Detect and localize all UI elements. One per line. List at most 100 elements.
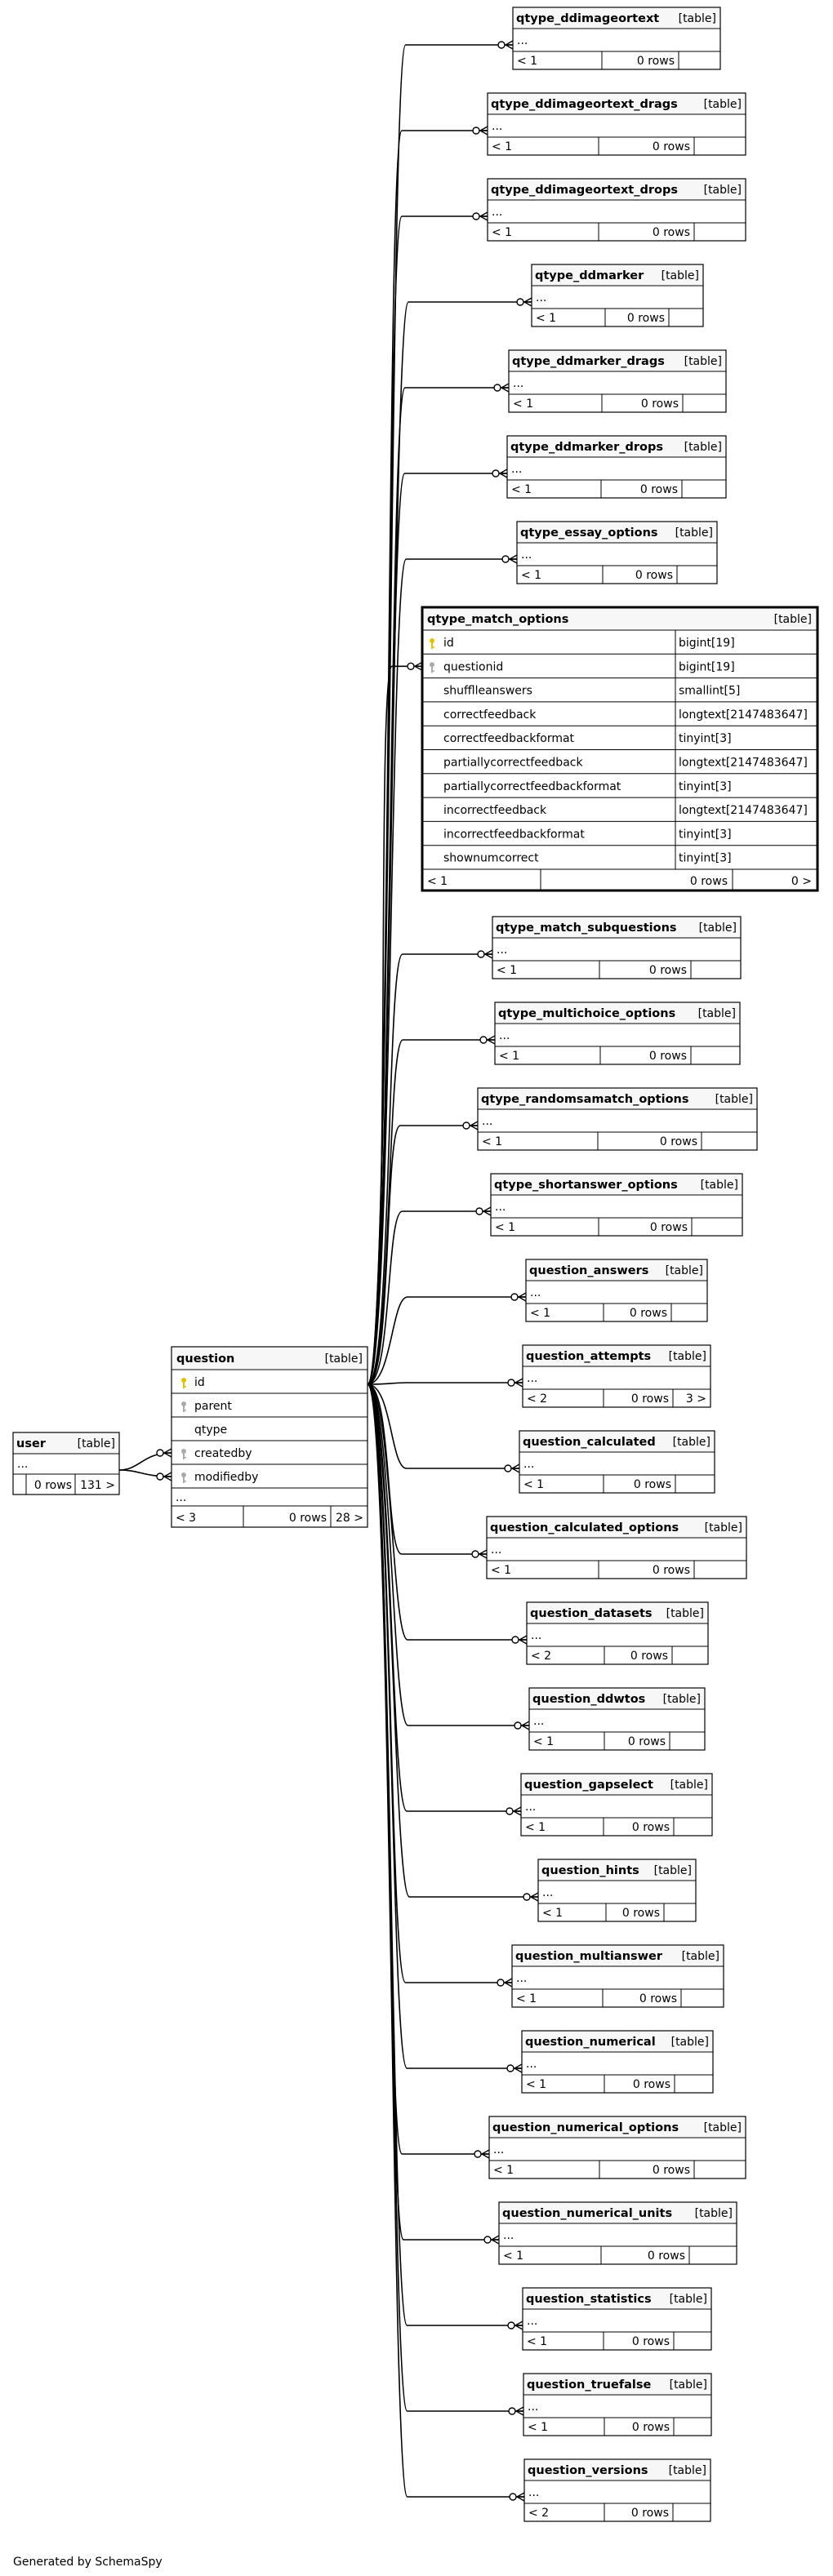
more-columns: ... [17, 1458, 28, 1471]
more-columns: ... [492, 206, 502, 219]
edge-question-versions [367, 1383, 524, 2498]
edge-question-calculated [367, 1383, 519, 1469]
child-count: 0 > [791, 875, 812, 888]
table-type: [table] [670, 2293, 707, 2306]
column-name: qtype [194, 1423, 227, 1437]
table-name: qtype_ddimageortext [516, 12, 659, 25]
crows-foot-icon [471, 1549, 488, 1559]
edge-question-numerical-units [367, 1383, 499, 2241]
column-row: id [181, 1376, 205, 1389]
table-name: qtype_ddimageortext_drags [491, 98, 678, 111]
more-columns: ... [527, 2315, 537, 2328]
foreign-key-icon [181, 1449, 186, 1459]
row-count: 0 rows [639, 1992, 677, 2005]
column-name: shufflleanswers [443, 685, 532, 698]
edge-qtype-essay-options [367, 558, 517, 1385]
table-name: question_numerical_units [502, 2207, 672, 2220]
column-type: tinyint[3] [679, 732, 732, 745]
column-name: correctfeedbackformat [443, 732, 575, 745]
table-name: question_datasets [530, 1607, 653, 1620]
table-type: [table] [670, 2378, 707, 2392]
crows-foot-icon [492, 469, 508, 478]
table-type: [table] [670, 1779, 708, 1792]
row-count: 0 rows [653, 226, 690, 239]
row-count: 0 rows [632, 1821, 670, 1834]
column-row: createdby [181, 1447, 252, 1460]
table-type: [table] [673, 1436, 710, 1449]
more-columns: ... [542, 1886, 553, 1899]
table-type: [table] [671, 2036, 709, 2049]
table-type: [table] [675, 526, 713, 540]
table-type: [table] [666, 1264, 703, 1277]
parent-count: < 1 [542, 1907, 563, 1920]
parent-count: < 1 [517, 55, 537, 68]
parent-count: < 1 [427, 875, 448, 888]
row-count: 0 rows [632, 2421, 670, 2434]
column-name: shownumcorrect [443, 852, 539, 865]
table-type: [table] [699, 922, 737, 935]
row-count: 0 rows [633, 2078, 670, 2091]
crows-foot-icon [509, 2492, 525, 2502]
table-type: [table] [704, 2121, 742, 2134]
edge-qtype-multichoice-options [367, 1039, 495, 1385]
crows-foot-icon [472, 126, 488, 135]
edge-question-datasets [367, 1383, 527, 1641]
parent-count: < 1 [523, 1478, 544, 1491]
parent-count: < 2 [531, 1650, 551, 1663]
more-columns: ... [536, 291, 546, 304]
crows-foot-icon [472, 211, 488, 221]
row-count: 0 rows [648, 2250, 685, 2263]
table-type: [table] [679, 12, 716, 25]
crows-foot-icon [523, 1892, 539, 1902]
row-count: 0 rows [628, 1735, 666, 1748]
table-name: qtype_multichoice_options [498, 1007, 675, 1020]
child-count: 3 > [686, 1392, 706, 1406]
edge-question-hints [367, 1383, 538, 1898]
column-type: tinyint[3] [679, 780, 732, 793]
crows-foot-icon [493, 383, 510, 393]
more-columns: ... [499, 1029, 510, 1042]
table-question[interactable]: question[table]idparentqtypecreatedbymod… [171, 1346, 368, 1528]
table-question-calculated-options[interactable]: question_calculated_options[table]...< 1… [486, 1516, 747, 1579]
column-name: parent [194, 1400, 232, 1413]
table-name: question_calculated [523, 1436, 656, 1449]
more-columns: ... [528, 2486, 539, 2499]
parent-count: < 1 [525, 1821, 546, 1834]
table-name: question [176, 1352, 234, 1366]
column-name: modifiedby [194, 1471, 258, 1484]
table-qtype-randomsamatch-options[interactable]: qtype_randomsamatch_options[table]...< 1… [477, 1087, 758, 1151]
parent-count: < 1 [516, 1992, 537, 2005]
crows-foot-icon [507, 2321, 523, 2330]
parent-count: < 1 [482, 1135, 502, 1148]
table-type: [table] [704, 98, 742, 111]
